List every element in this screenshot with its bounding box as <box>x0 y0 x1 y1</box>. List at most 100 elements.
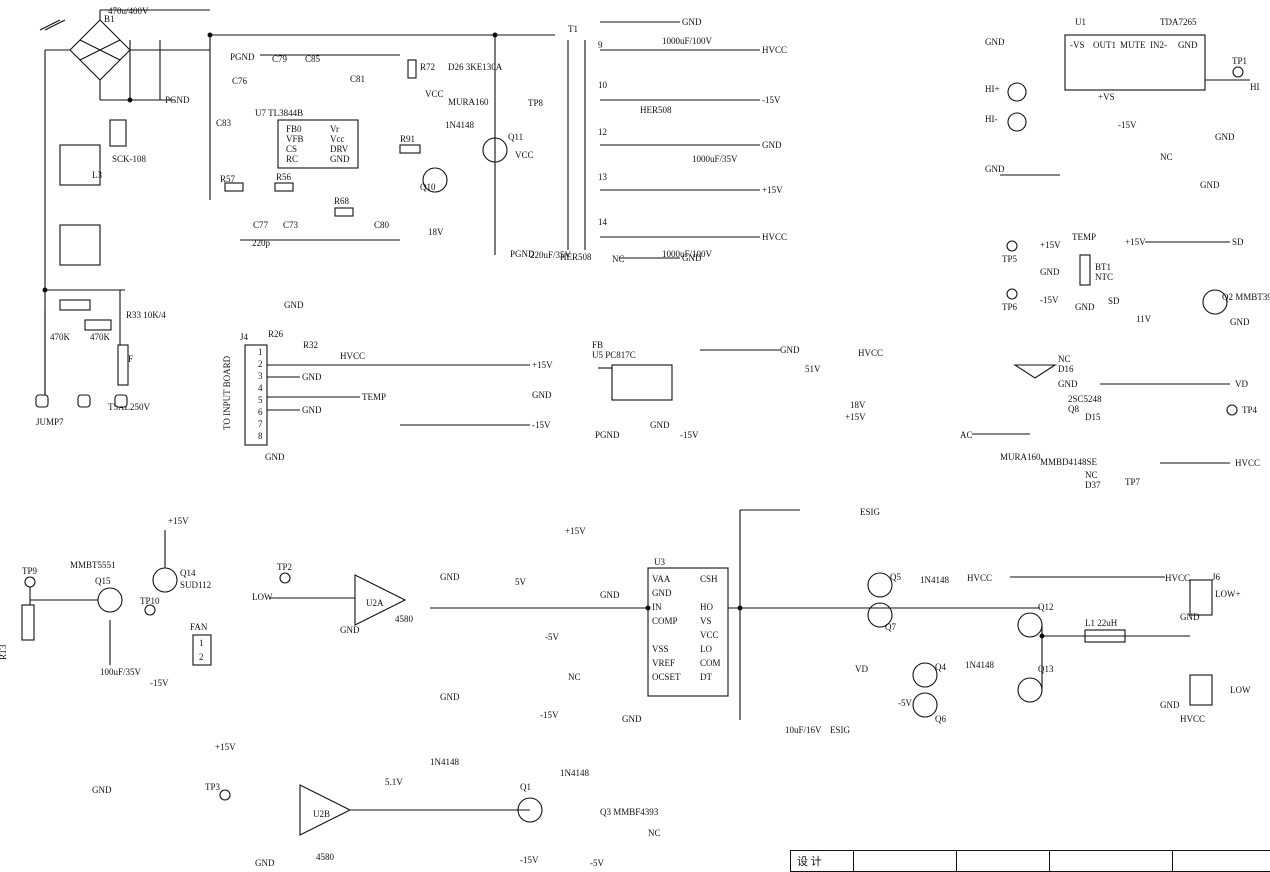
vcc-label-1: VCC <box>425 89 444 99</box>
transistor-q13 <box>1017 677 1043 703</box>
hvcc-label-1: HVCC <box>762 45 787 55</box>
tp4 <box>1226 404 1238 416</box>
d16-label: D16 <box>1058 364 1074 374</box>
low-label-2: LOW <box>1230 685 1251 695</box>
vcc-label-2: VCC <box>515 150 534 160</box>
r68-label: R68 <box>334 196 350 206</box>
r56-label: R56 <box>276 172 292 182</box>
q15-label: Q15 <box>95 576 111 586</box>
c80-label: C80 <box>374 220 390 230</box>
nc-c25: NC <box>648 828 661 838</box>
temp-j4: TEMP <box>362 392 386 402</box>
u7-pin-vfb: VFB <box>286 134 304 144</box>
low-label-1: LOW <box>252 592 273 602</box>
transistor-q12 <box>1017 612 1043 638</box>
her508-label-t1: HER508 <box>560 252 592 262</box>
hvcc-u5: HVCC <box>858 348 883 358</box>
fuse <box>117 344 129 386</box>
u3-pin-com: COM <box>700 658 721 668</box>
u3-pin-lo: LO <box>700 644 712 654</box>
transistor-q7 <box>867 602 893 628</box>
t1-pin9: 9 <box>598 40 603 50</box>
diode-d16 <box>1013 364 1057 379</box>
plus15-sd: +15V <box>1125 237 1146 247</box>
gnd-left: GND <box>92 785 112 795</box>
c85-label: C85 <box>305 54 321 64</box>
output-stage-section: HVCC HVCC Q12 Q13 L1 22uH J6 LOW+ LOW GN… <box>967 572 1251 724</box>
j4-pin7: 7 <box>258 419 263 429</box>
hvcc-j5: HVCC <box>1180 714 1205 724</box>
tda-label: TDA7265 <box>1160 17 1197 27</box>
hvcc-out: HVCC <box>1165 573 1190 583</box>
c220p: 220p <box>252 238 271 248</box>
amp-tda7265-section: U1 TDA7265 -VS OUT1 MUTE IN2- GND +VS GN… <box>985 17 1260 190</box>
minus15-fan: -15V <box>150 678 169 688</box>
u1-pin-gnd: GND <box>1178 40 1198 50</box>
l1-label: L1 22uH <box>1085 618 1118 628</box>
u3-pin-vs: VS <box>700 616 712 626</box>
gnd-j4-r: GND <box>532 390 552 400</box>
resistor-r68 <box>334 207 354 217</box>
k470-a: 470K <box>50 332 71 342</box>
transistor-q6 <box>912 692 938 718</box>
v18-u5: 18V <box>850 400 866 410</box>
title-cell-5 <box>1173 851 1270 871</box>
u3-pin-in: IN <box>652 602 662 612</box>
t1-pin13: 13 <box>598 172 608 182</box>
vd-label: VD <box>1235 379 1248 389</box>
tp9 <box>24 576 36 588</box>
gnd-u2b: GND <box>255 858 275 868</box>
r72-label: R72 <box>420 62 435 72</box>
zener-18v: 18V <box>428 227 444 237</box>
c77-label: C77 <box>253 220 269 230</box>
mur160-label: MURA160 <box>448 97 489 107</box>
l3-label: L3 <box>92 170 102 180</box>
gnd-bt1: GND <box>1075 302 1095 312</box>
u3-pin-vss: VSS <box>652 644 669 654</box>
in4148-d12: 1N4148 <box>920 575 949 585</box>
input-board-section: J4 TO INPUT BOARD 1 2 3 4 5 6 7 8 GND TE… <box>222 300 553 462</box>
gnd-t1-bottom: GND <box>682 253 702 263</box>
u7-pin-gnd: GND <box>330 154 350 164</box>
u3-pin-vref: VREF <box>652 658 675 668</box>
fan-label: FAN <box>190 622 208 632</box>
opamp-u2a <box>354 574 407 626</box>
c81-label: C81 <box>350 74 365 84</box>
gnd-u1-b: GND <box>1200 180 1220 190</box>
gnd-q2: GND <box>1230 317 1250 327</box>
u7-pin-rc: RC <box>286 154 298 164</box>
tp8-label: TP8 <box>528 98 544 108</box>
tp4-label: TP4 <box>1242 405 1258 415</box>
plug-2 <box>77 394 91 408</box>
sd-label-1: SD <box>1232 237 1244 247</box>
plus15-u5: +15V <box>845 412 866 422</box>
d15-label: D15 <box>1085 412 1101 422</box>
transistor-q5 <box>867 572 893 598</box>
d26-label: D26 3KE130A <box>448 62 503 72</box>
tp2 <box>279 572 291 584</box>
pgnd-u5: PGND <box>595 430 620 440</box>
resistor-r57 <box>224 182 244 192</box>
j4-pin6: 6 <box>258 407 263 417</box>
q7-label: Q7 <box>885 622 896 632</box>
j4-pin5: 5 <box>258 395 263 405</box>
nc-d37: NC <box>1085 470 1098 480</box>
d37-label: D37 <box>1085 480 1101 490</box>
c2sc-label: 2SC5248 <box>1068 394 1102 404</box>
transistor-q10 <box>422 167 448 193</box>
u2b-label: U2B <box>313 809 330 819</box>
fan-pin1: 1 <box>199 638 204 648</box>
q13-label: Q13 <box>1038 664 1054 674</box>
gnd-j4-bot: GND <box>265 452 285 462</box>
esig-d3: ESIG <box>830 725 851 735</box>
gnd-j5: GND <box>1160 700 1180 710</box>
nc-label-t1: NC <box>612 254 625 264</box>
minus5-q3: -5V <box>590 858 604 868</box>
j4-pin8: 8 <box>258 431 263 441</box>
v5-u3: -5V <box>898 698 912 708</box>
minus15-u5: -15V <box>680 430 699 440</box>
u3-pin-gnd: GND <box>652 588 672 598</box>
tp1 <box>1232 66 1244 78</box>
thermistor-rt3 <box>21 604 35 641</box>
